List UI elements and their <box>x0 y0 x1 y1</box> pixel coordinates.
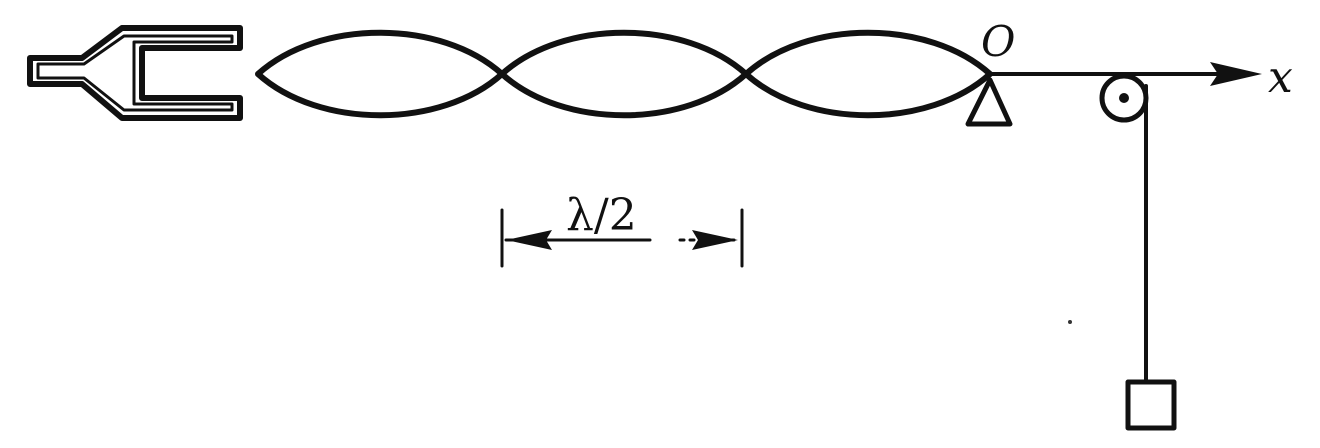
standing-wave-envelope <box>255 29 993 119</box>
x-axis-label: x <box>1268 52 1293 103</box>
hanging-weight <box>1125 379 1177 431</box>
stray-dot <box>1068 320 1072 324</box>
half-wavelength-marker <box>500 208 744 268</box>
wave-loop-3 <box>743 29 993 119</box>
wave-loop-2 <box>499 29 749 119</box>
support-triangle <box>965 77 1013 127</box>
wave-loop-1 <box>255 29 505 119</box>
origin-label: O <box>981 17 1015 66</box>
pulley-icon <box>1099 73 1149 123</box>
half-wavelength-label: λ/2 <box>566 190 637 241</box>
tuning-fork-icon <box>27 25 243 121</box>
x-axis-arrowhead <box>1210 62 1262 86</box>
